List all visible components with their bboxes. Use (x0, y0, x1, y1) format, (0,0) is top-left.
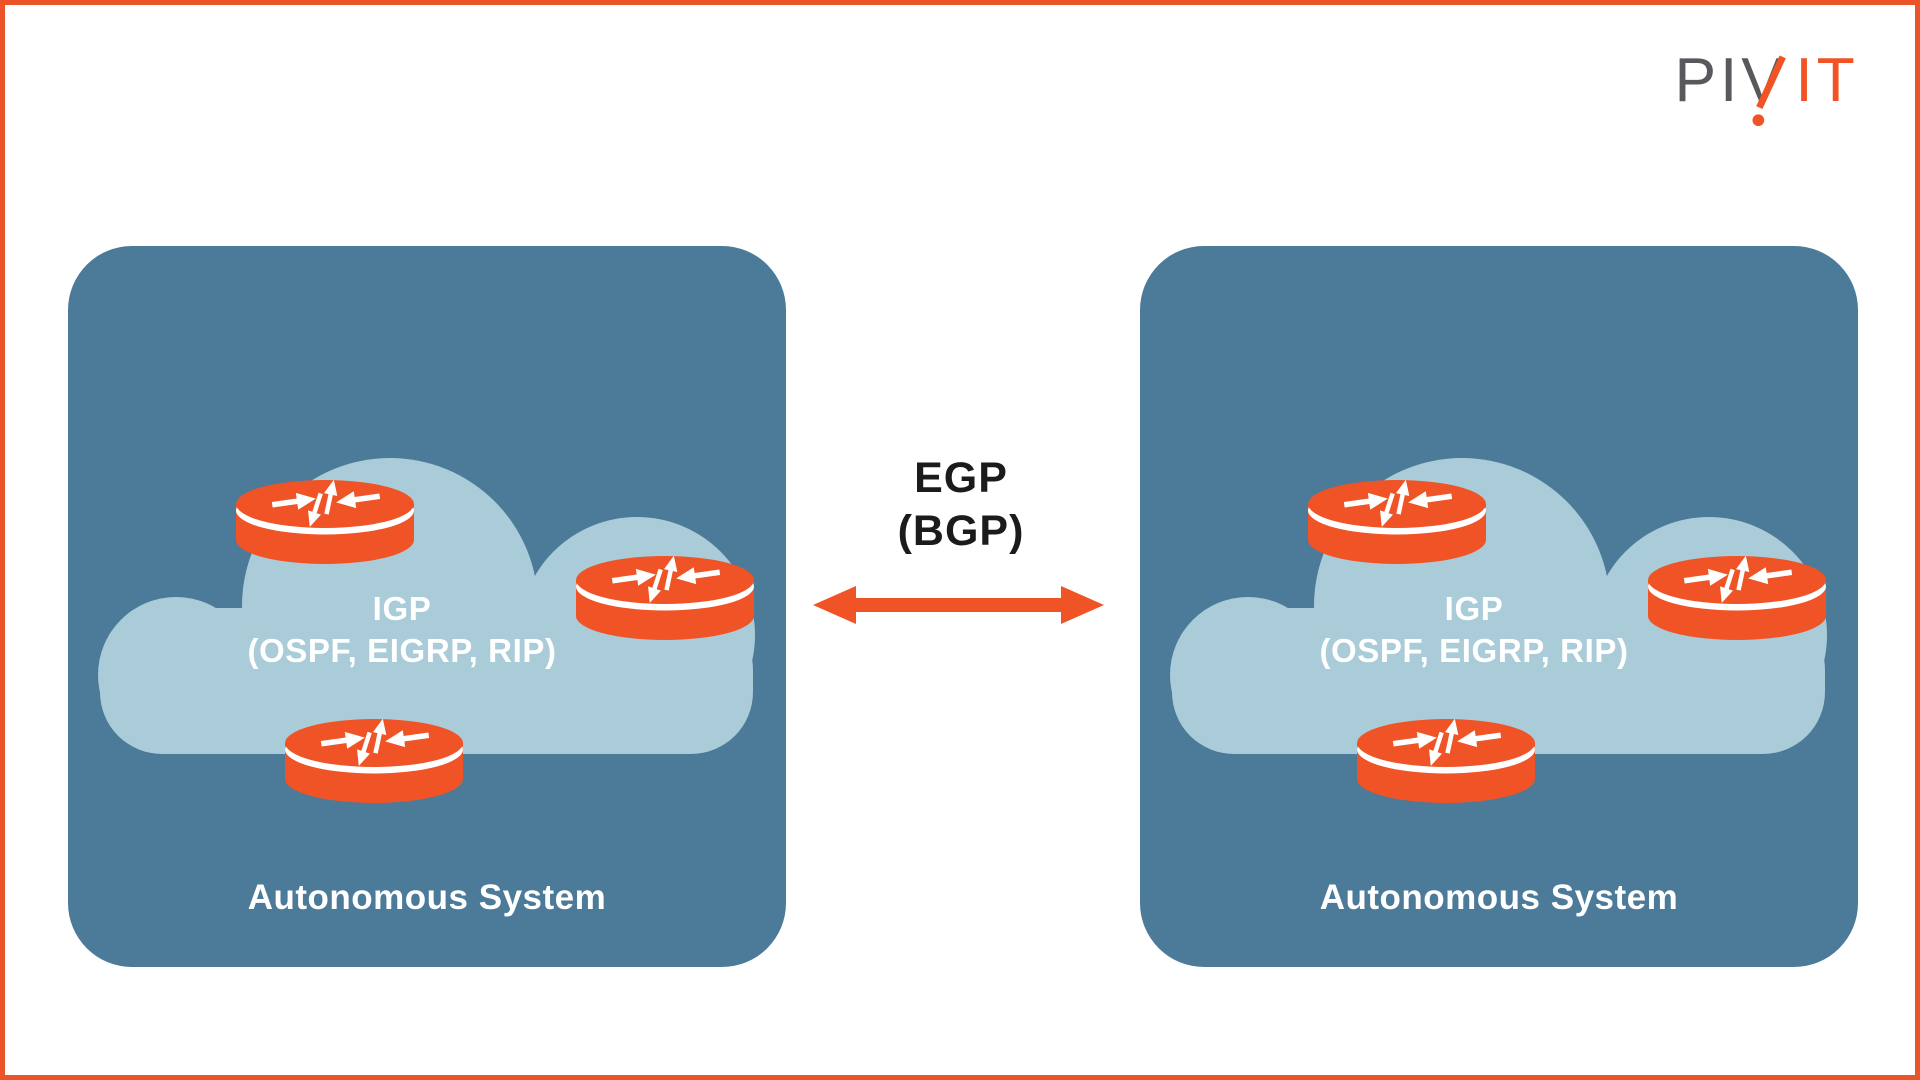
double-arrow-icon (813, 586, 1104, 624)
pivit-logo: PIV IT (1675, 52, 1858, 127)
router-icon (1647, 555, 1827, 641)
igp-title: IGP (1444, 590, 1504, 627)
router-icon (284, 718, 464, 804)
igp-title: IGP (372, 590, 432, 627)
router-icon (1356, 718, 1536, 804)
router-icon (235, 479, 415, 565)
router-icon (575, 555, 755, 641)
egp-label-block: EGP (BGP) (812, 452, 1110, 558)
autonomous-system-box-right: IGP (OSPF, EIGRP, RIP) Autonomous System (1140, 246, 1858, 967)
logo-exclamation-slash-icon (1756, 55, 1786, 110)
egp-subtitle: (BGP) (897, 507, 1025, 555)
autonomous-system-box-left: IGP (OSPF, EIGRP, RIP) Autonomous System (68, 246, 786, 967)
igp-protocols: (OSPF, EIGRP, RIP) (1319, 632, 1629, 669)
autonomous-system-label: Autonomous System (1319, 878, 1679, 917)
router-icon (1307, 479, 1487, 565)
logo-exclamation-dot-icon (1752, 114, 1765, 127)
igp-label-block: IGP (OSPF, EIGRP, RIP) (72, 588, 732, 672)
autonomous-system-label: Autonomous System (247, 878, 607, 917)
egp-title: EGP (914, 454, 1008, 502)
logo-text-orange: IT (1795, 52, 1858, 115)
igp-label-block: IGP (OSPF, EIGRP, RIP) (1144, 588, 1804, 672)
igp-protocols: (OSPF, EIGRP, RIP) (247, 632, 557, 669)
logo-text-gray: PIV (1675, 52, 1787, 115)
